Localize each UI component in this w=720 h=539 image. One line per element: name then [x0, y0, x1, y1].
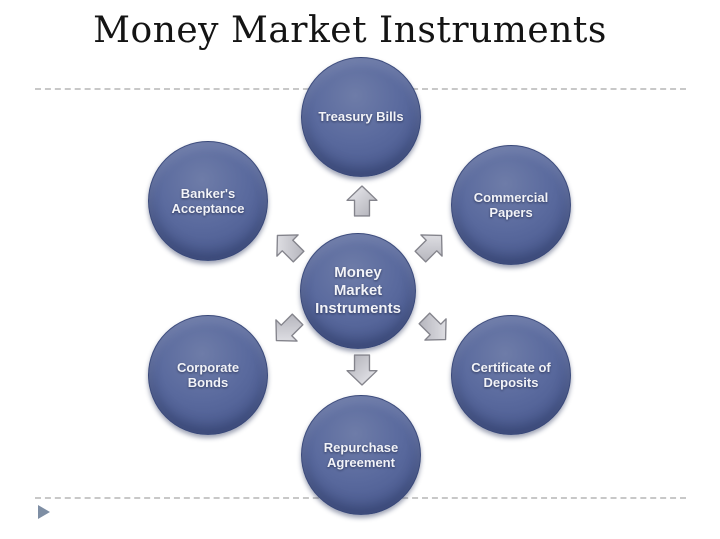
up-right-arrow-icon	[406, 221, 457, 272]
node-label: Banker's Acceptance	[171, 185, 245, 216]
node-label: Commercial Papers	[473, 189, 549, 220]
node-commercial-papers: Commercial Papers	[451, 145, 571, 265]
node-label: Repurchase Agreement	[323, 439, 399, 470]
node-repurchase-agreement: Repurchase Agreement	[301, 395, 421, 515]
node-label: Certificate of Deposits	[471, 359, 551, 390]
node-label: Treasury Bills	[318, 109, 404, 125]
node-corporate-bonds: Corporate Bonds	[148, 315, 268, 435]
node-label: Corporate Bonds	[176, 359, 240, 390]
down-right-arrow-icon	[410, 304, 461, 355]
up-left-arrow-icon	[263, 221, 314, 272]
down-left-arrow-icon	[262, 305, 313, 356]
up-arrow-icon	[343, 184, 381, 218]
node-certificate-of-deposits: Certificate of Deposits	[451, 315, 571, 435]
node-money-market-instruments-center: Money Market Instruments	[300, 233, 416, 349]
node-treasury-bills: Treasury Bills	[301, 57, 421, 177]
node-bankers-acceptance: Banker's Acceptance	[148, 141, 268, 261]
down-arrow-icon	[343, 353, 381, 387]
center-node-label: Money Market Instruments	[315, 264, 401, 317]
slide-title: Money Market Instruments	[93, 10, 607, 51]
bullet-triangle-icon	[38, 505, 50, 519]
